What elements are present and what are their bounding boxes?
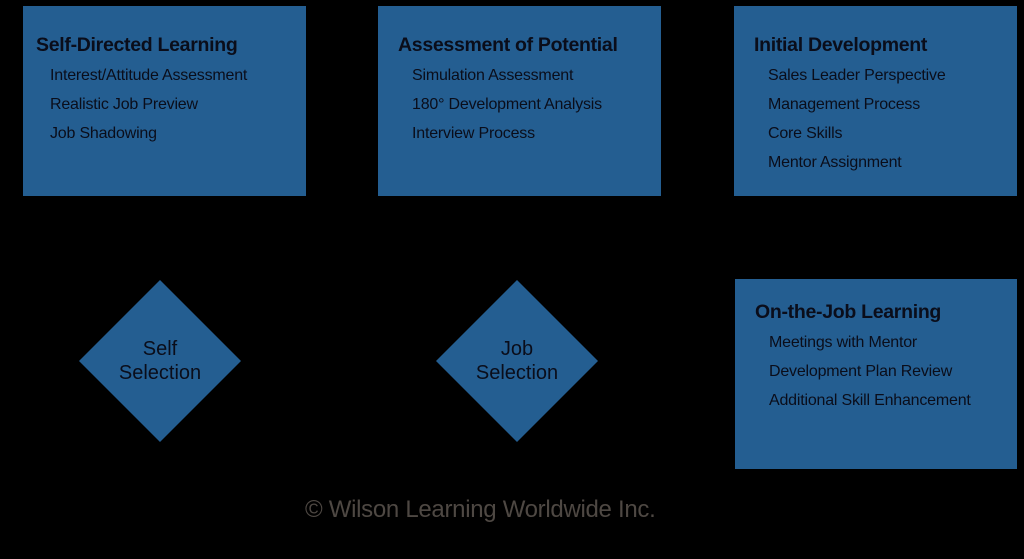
diamond-shape	[79, 280, 241, 442]
list-item: Development Plan Review	[769, 363, 953, 380]
decision-label: Self Selection	[78, 279, 242, 443]
box-title: Assessment of Potential	[398, 34, 618, 56]
list-item: Simulation Assessment	[412, 67, 574, 84]
list-item: Job Shadowing	[50, 125, 157, 142]
initial-development-box: Initial Development Sales Leader Perspec…	[734, 6, 1017, 196]
list-item: Meetings with Mentor	[769, 334, 918, 351]
list-item: 180° Development Analysis	[412, 96, 602, 113]
box-title: On-the-Job Learning	[755, 301, 942, 323]
list-item: Mentor Assignment	[768, 154, 902, 171]
box-item-list: Meetings with Mentor Development Plan Re…	[755, 328, 1017, 415]
self-selection-decision: Self Selection	[78, 279, 242, 443]
self-directed-learning-box: Self-Directed Learning Interest/Attitude…	[23, 6, 306, 196]
box-item-list: Simulation Assessment 180° Development A…	[398, 61, 661, 148]
job-selection-decision: Job Selection	[435, 279, 599, 443]
decision-label-line1: Job	[500, 338, 534, 360]
list-item: Core Skills	[768, 125, 843, 142]
list-item: Interest/Attitude Assessment	[50, 67, 248, 84]
assessment-of-potential-box: Assessment of Potential Simulation Asses…	[378, 6, 661, 196]
decision-label: Job Selection	[435, 279, 599, 443]
list-item: Interview Process	[412, 125, 535, 142]
decision-label-line2: Selection	[475, 362, 559, 384]
diamond-shape	[436, 280, 598, 442]
list-item: Additional Skill Enhancement	[769, 392, 971, 409]
copyright-notice: © Wilson Learning Worldwide Inc.	[305, 496, 656, 523]
box-title: Self-Directed Learning	[36, 34, 238, 56]
decision-label-line1: Self	[142, 338, 178, 360]
on-the-job-learning-box: On-the-Job Learning Meetings with Mentor…	[735, 279, 1017, 469]
list-item: Realistic Job Preview	[50, 96, 198, 113]
box-title: Initial Development	[754, 34, 928, 56]
box-item-list: Sales Leader Perspective Management Proc…	[754, 61, 1017, 177]
box-item-list: Interest/Attitude Assessment Realistic J…	[36, 61, 306, 148]
list-item: Sales Leader Perspective	[768, 67, 946, 84]
decision-label-line2: Selection	[118, 362, 202, 384]
list-item: Management Process	[768, 96, 921, 113]
